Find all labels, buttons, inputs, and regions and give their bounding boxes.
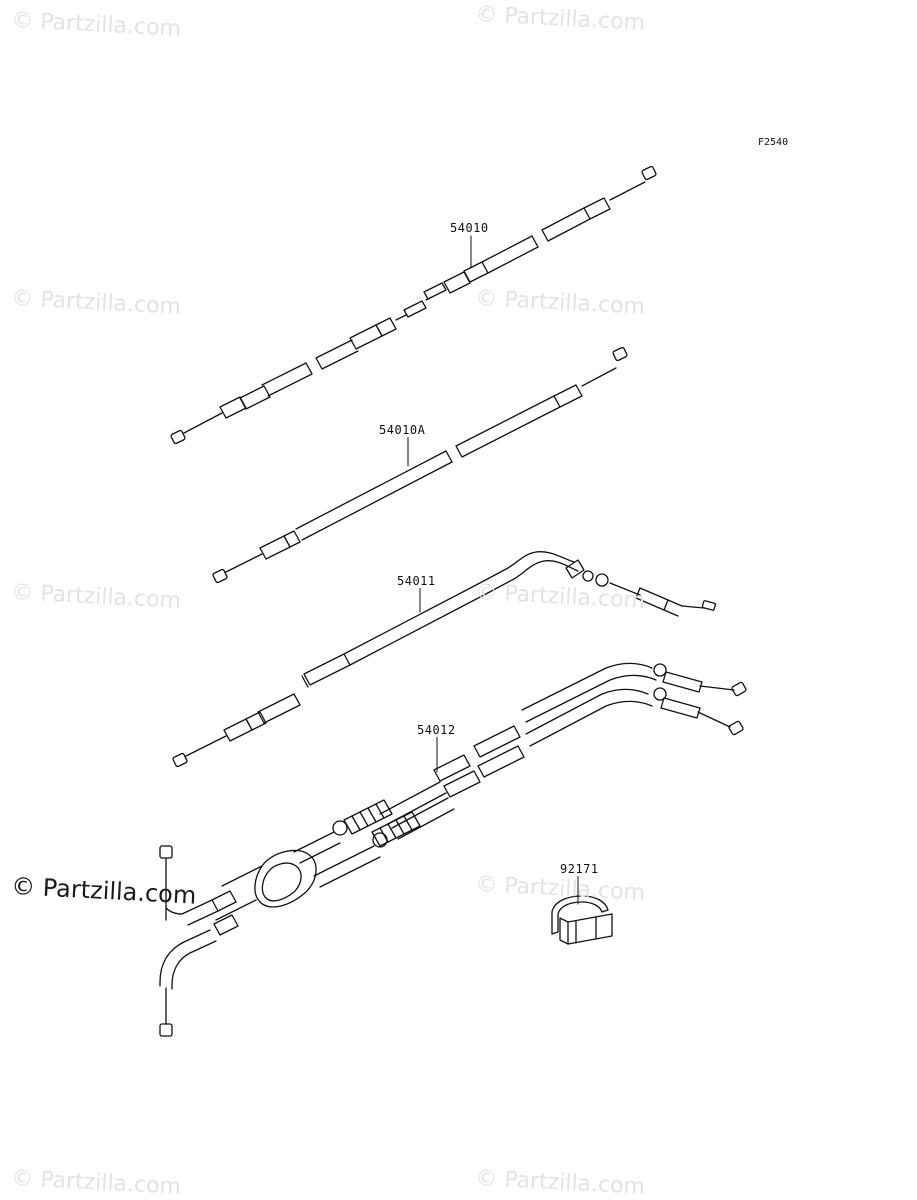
part-label-54011[interactable]: 54011	[396, 574, 437, 588]
cable-54011[interactable]	[172, 551, 716, 768]
clamp-92171[interactable]	[551, 895, 613, 945]
leader-lines	[407, 235, 579, 905]
cable-54010[interactable]	[170, 165, 657, 445]
part-label-54010[interactable]: 54010	[449, 221, 490, 235]
part-label-92171[interactable]: 92171	[559, 862, 600, 876]
part-label-54012[interactable]: 54012	[416, 723, 457, 737]
cable-54010a[interactable]	[212, 346, 628, 584]
figure-code: F2540	[758, 137, 789, 148]
part-label-54010a[interactable]: 54010A	[378, 423, 427, 437]
cable-54012[interactable]	[159, 662, 747, 1037]
